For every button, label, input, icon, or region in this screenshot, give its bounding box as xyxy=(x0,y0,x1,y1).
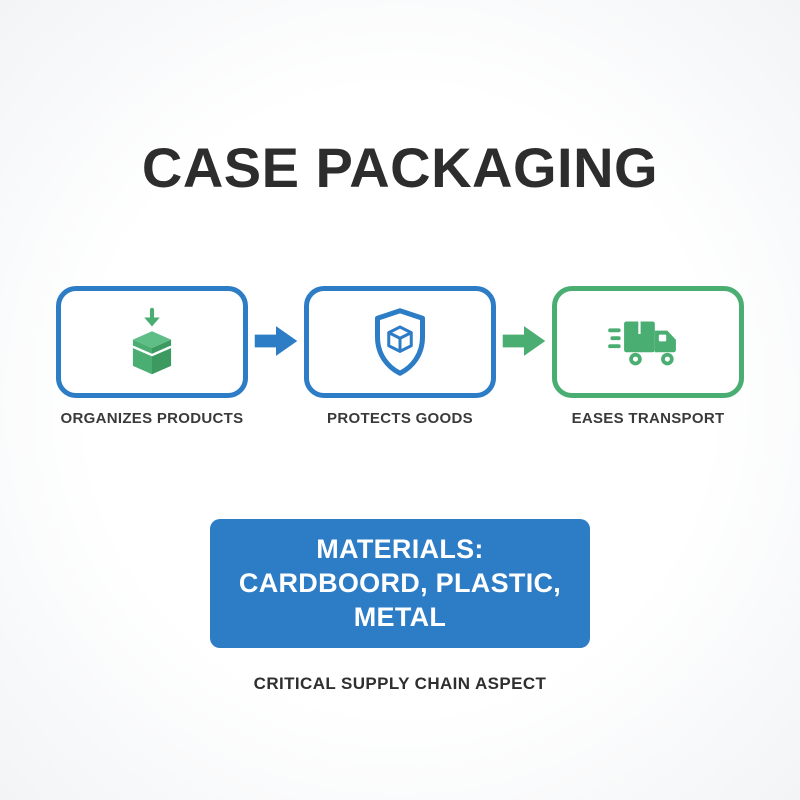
step-eases-transport: EASES TRANSPORT xyxy=(552,286,744,427)
step-protects-goods: PROTECTS GOODS xyxy=(304,286,496,427)
step-label-protects: PROTECTS GOODS xyxy=(327,410,473,427)
materials-banner-text: MATERIALS: CARDBOORD, PLASTIC, METAL xyxy=(238,534,562,632)
process-flow: ORGANIZES PRODUCTS PROTECTS GOODS xyxy=(56,286,744,427)
step-card-protects xyxy=(304,286,496,398)
step-label-organizes: ORGANIZES PRODUCTS xyxy=(60,410,244,427)
flow-arrow-icon xyxy=(502,326,546,356)
footer-note: CRITICAL SUPPLY CHAIN ASPECT xyxy=(253,674,547,694)
step-organizes-products: ORGANIZES PRODUCTS xyxy=(56,286,248,427)
step-card-organizes xyxy=(56,286,248,398)
flow-arrow-icon xyxy=(254,326,298,356)
box-down-arrow-icon xyxy=(132,307,172,375)
step-card-transport xyxy=(552,286,744,398)
delivery-truck-icon xyxy=(608,321,676,366)
page-title: CASE PACKAGING xyxy=(141,136,659,199)
shield-box-icon xyxy=(375,308,425,376)
step-label-transport: EASES TRANSPORT xyxy=(571,410,725,427)
materials-banner: MATERIALS: CARDBOORD, PLASTIC, METAL xyxy=(210,519,590,649)
